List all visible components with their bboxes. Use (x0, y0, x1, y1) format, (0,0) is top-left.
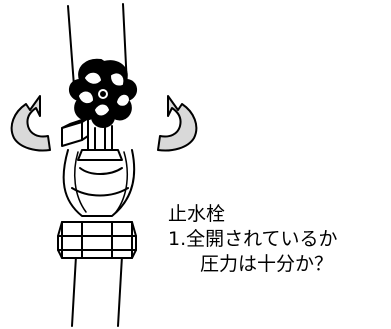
check-item-1-continued: 圧力は十分か？ (200, 253, 334, 275)
check-item-1: 1.全開されているか (168, 228, 338, 250)
rotate-arrow-right-icon (157, 95, 198, 152)
lower-pipe (71, 255, 123, 327)
valve-caption: 止水栓 1.全開されているか 圧力は十分か？ (168, 202, 388, 277)
valve-body (62, 149, 136, 217)
valve-stem (77, 125, 123, 161)
valve-handle-icon[interactable] (69, 58, 137, 128)
side-block (61, 117, 89, 147)
stop-valve-label: 止水栓 (168, 203, 226, 225)
hex-nut (57, 221, 137, 259)
rotate-arrow-left-icon (10, 95, 51, 152)
